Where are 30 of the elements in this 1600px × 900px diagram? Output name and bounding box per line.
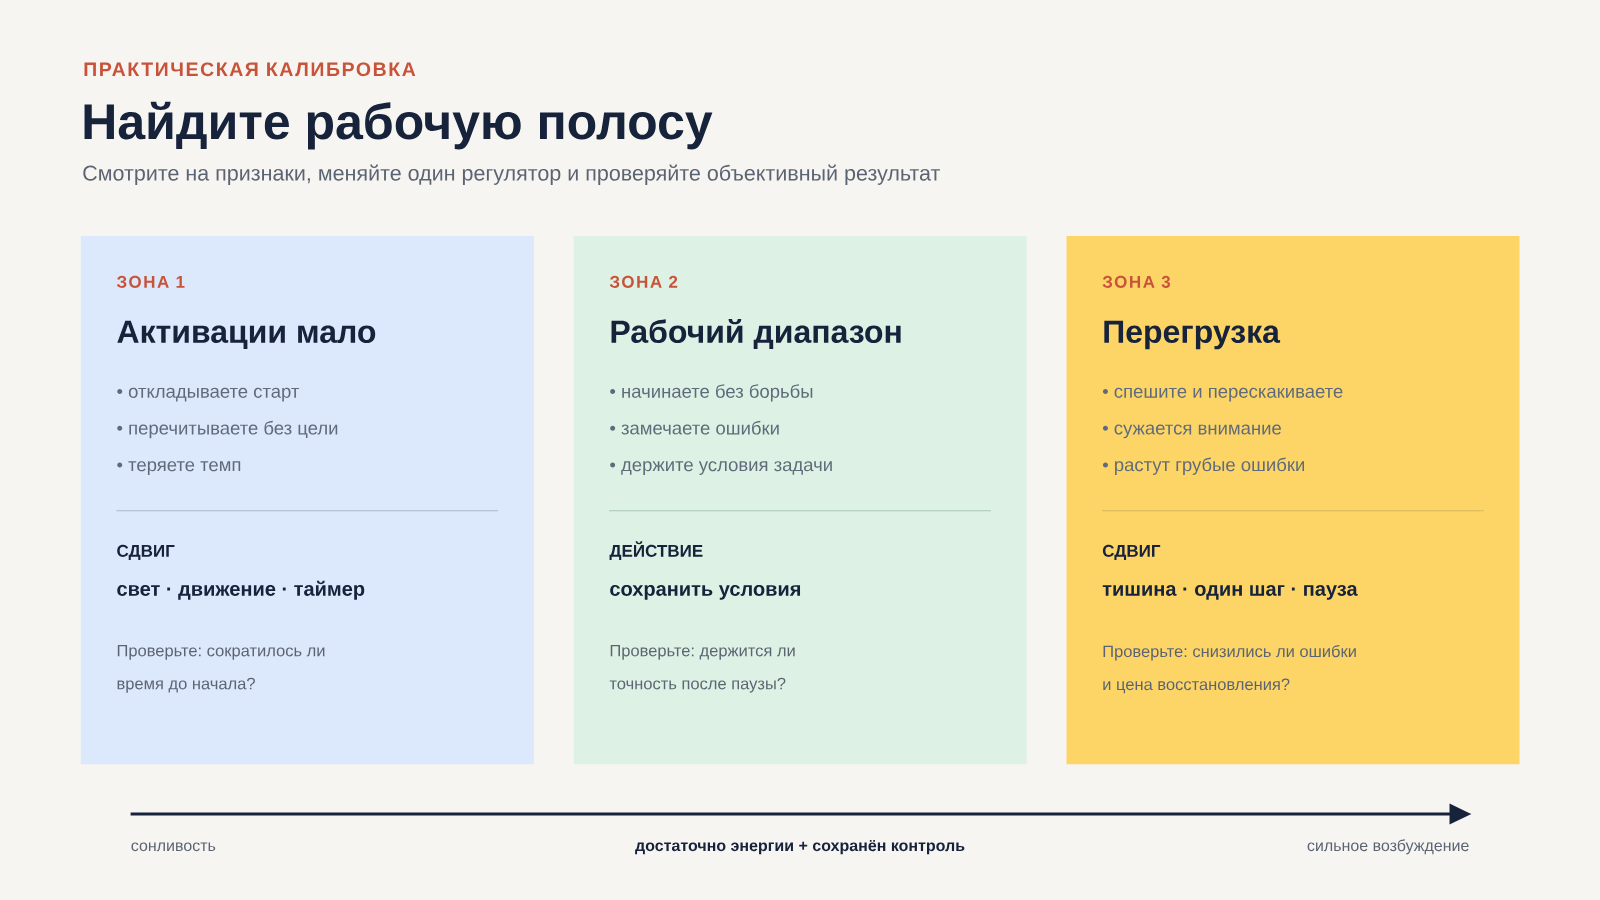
action-text: тишина · один шаг · пауза: [1102, 584, 1358, 600]
bullet-item: • начинаете без борьбы: [610, 384, 813, 402]
section-label: СДВИГ: [117, 544, 175, 561]
zone-heading: Перегрузка: [1104, 320, 1281, 350]
page-title: Найдите рабочую полосу: [84, 101, 713, 150]
scale-label: достаточно энергии + сохранён контроль: [635, 839, 965, 855]
zone-heading: Рабочий диапазон: [611, 318, 901, 350]
kicker-text: ПРАКТИЧЕСКАЯ КАЛИБРОВКА: [84, 62, 416, 77]
zone-label: ЗОНА 1: [116, 275, 185, 288]
bullet-item: • замечаете ошибки: [610, 420, 779, 435]
check-note: Проверьте: держится ли точность после паузы?: [609, 644, 795, 693]
bullet-item: • теряете темп: [117, 461, 241, 475]
bullet-item: • спешите и перескакиваете: [1102, 387, 1343, 402]
scale-label: сонливость: [131, 842, 216, 852]
bullet-item: • растут грубые ошибки: [1102, 457, 1304, 475]
zone-label: ЗОНА 3: [1102, 275, 1171, 288]
zone-heading: Активации мало: [117, 320, 376, 350]
bullet-item: • держите условия задачи: [610, 461, 832, 475]
scale-label: сильное возбуждение: [1307, 839, 1469, 855]
bullet-item: • перечитываете без цели: [117, 420, 338, 439]
bullet-item: • сужается внимание: [1102, 424, 1281, 439]
check-note: Проверьте: сократилось ли время до начала?: [117, 644, 325, 693]
section-label: СДВИГ: [1102, 544, 1161, 561]
bullet-item: • откладываете старт: [117, 387, 300, 402]
action-text: сохранить условия: [610, 584, 800, 600]
subtitle-text: Смотрите на признаки, меняйте один регулятор и проверяйте объективный результат: [83, 164, 940, 185]
check-note: Проверьте: снизились ли ошибки и цена восстановления?: [1103, 644, 1356, 694]
action-text: свет · движение · таймер: [117, 580, 365, 600]
section-label: ДЕЙСТВИЕ: [609, 541, 703, 561]
zone-label: ЗОНА 2: [609, 275, 678, 288]
